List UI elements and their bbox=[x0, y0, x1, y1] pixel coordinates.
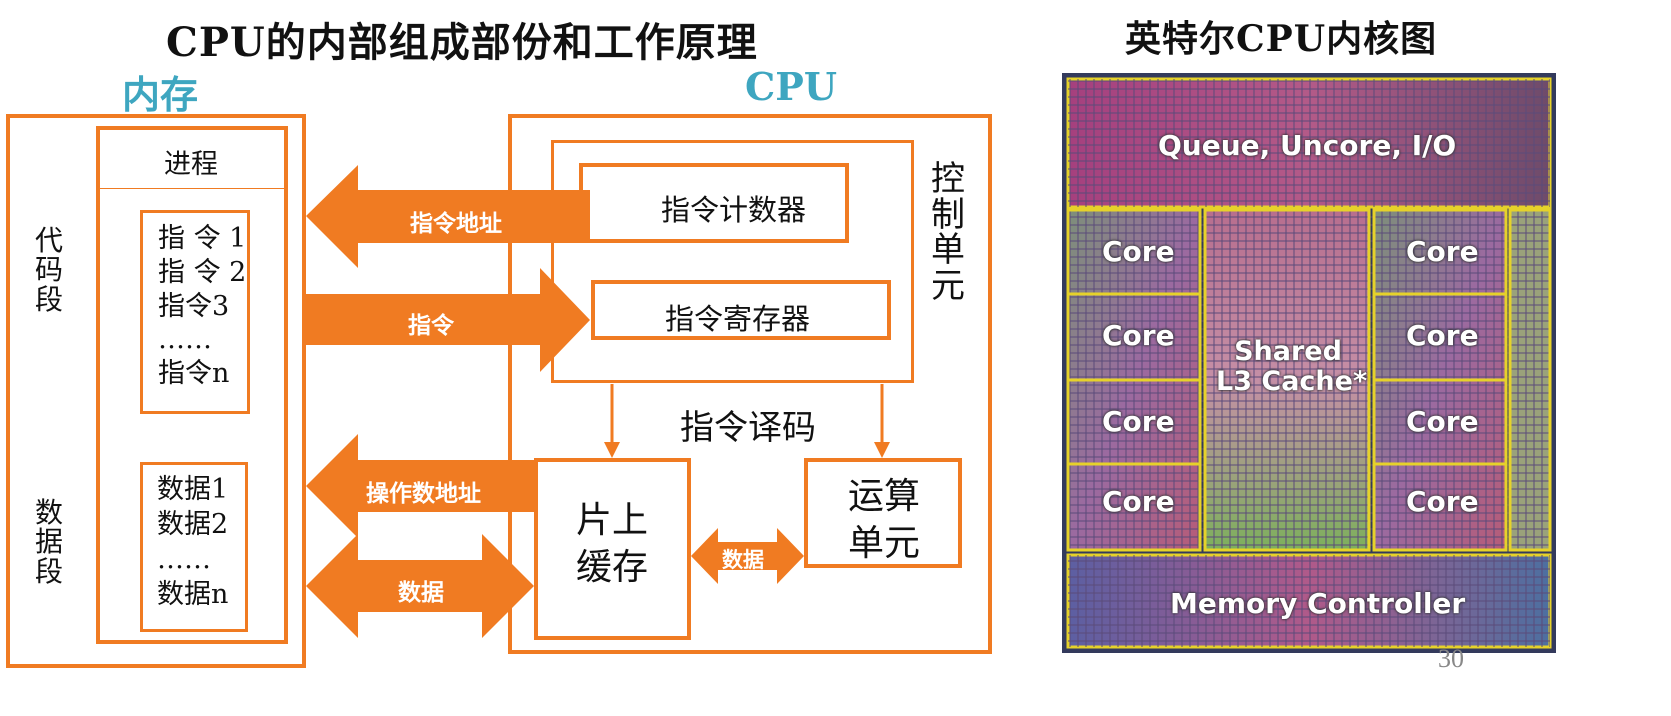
instruction-item: …… bbox=[158, 324, 212, 356]
process-label: 进程 bbox=[164, 149, 218, 180]
cpu-die-graphic bbox=[1062, 73, 1556, 653]
die-core-label: Core bbox=[1406, 235, 1479, 268]
operand-addr-label: 操作数地址 bbox=[366, 481, 481, 507]
die-core-label: Core bbox=[1102, 319, 1175, 352]
decode-arrowhead-left bbox=[604, 442, 620, 458]
instruction-list: 指 令 1 指 令 2 指令3 …… 指令n bbox=[158, 222, 246, 391]
instruction-register-label: 指令寄存器 bbox=[665, 302, 811, 336]
operand-addr-arrow bbox=[306, 434, 534, 538]
instr-addr-label: 指令地址 bbox=[410, 211, 502, 237]
data-item: 数据1 bbox=[157, 474, 229, 505]
die-core-label: Core bbox=[1102, 235, 1175, 268]
die-image-title: 英特尔CPU内核图 bbox=[1125, 18, 1438, 60]
cache-label: 片上 缓存 bbox=[572, 498, 652, 592]
diagram-title: CPU的内部组成部份和工作原理 bbox=[166, 19, 758, 66]
instruction-item: 指令n bbox=[158, 358, 230, 389]
alu-label: 运算 单元 bbox=[842, 474, 926, 568]
instr-arrow bbox=[306, 268, 590, 372]
die-core-label: Core bbox=[1406, 319, 1479, 352]
instruction-item: 指令3 bbox=[158, 290, 230, 322]
instruction-register-box: 指令寄存器 bbox=[591, 280, 891, 340]
instruction-item: 指 令 2 bbox=[158, 256, 247, 288]
die-memory-controller-label: Memory Controller bbox=[1170, 587, 1466, 620]
data-inner-label: 数据 bbox=[722, 548, 764, 572]
data-item: 数据2 bbox=[157, 509, 229, 541]
program-counter-label: 指令计数器 bbox=[661, 193, 807, 227]
cpu-label: CPU bbox=[745, 64, 837, 109]
data-label: 数据 bbox=[398, 580, 444, 606]
instruction-item: 指 令 1 bbox=[158, 223, 247, 254]
die-core-label: Core bbox=[1102, 485, 1175, 518]
alu-line: 运算 bbox=[847, 476, 920, 517]
alu-box: 运算 单元 bbox=[804, 458, 962, 568]
die-shared-line: Shared bbox=[1234, 336, 1342, 367]
instruction-list-box bbox=[140, 210, 250, 414]
cpu-die-image: Queue, Uncore, I/O Core Core Core Core C… bbox=[1062, 73, 1556, 653]
decode-arrowhead-right bbox=[874, 442, 890, 458]
data-item: 数据n bbox=[157, 579, 229, 611]
data-inner-arrow bbox=[691, 528, 804, 584]
die-core-label: Core bbox=[1406, 485, 1479, 518]
code-segment-label: 代码段 bbox=[34, 224, 63, 316]
die-shared-line: L3 Cache* bbox=[1216, 365, 1368, 397]
process-box: 进程 bbox=[96, 126, 288, 192]
die-core-label: Core bbox=[1406, 405, 1479, 438]
data-segment-label: 数据段 bbox=[34, 496, 63, 588]
cache-line: 片上 bbox=[575, 500, 648, 541]
cache-box: 片上 缓存 bbox=[534, 458, 691, 640]
data-bidir-arrow bbox=[306, 534, 534, 638]
die-core-label: Core bbox=[1102, 405, 1175, 438]
data-item: …… bbox=[157, 544, 211, 576]
alu-line: 单元 bbox=[847, 522, 920, 564]
die-shared-cache-label: Shared L3 Cache* bbox=[1216, 336, 1368, 397]
page-number: 30 bbox=[1438, 644, 1464, 673]
control-unit-label: 控制单元 bbox=[931, 159, 965, 307]
memory-label: 内存 bbox=[122, 72, 199, 117]
decode-label: 指令译码 bbox=[680, 408, 816, 448]
data-list-box bbox=[140, 462, 248, 632]
die-top-label: Queue, Uncore, I/O bbox=[1158, 129, 1457, 162]
data-list: 数据1 数据2 …… 数据n bbox=[157, 472, 228, 612]
cache-line: 缓存 bbox=[575, 546, 648, 588]
instr-label: 指令 bbox=[408, 313, 454, 339]
instr-addr-arrow bbox=[306, 165, 590, 268]
arrows-layer bbox=[306, 165, 890, 638]
